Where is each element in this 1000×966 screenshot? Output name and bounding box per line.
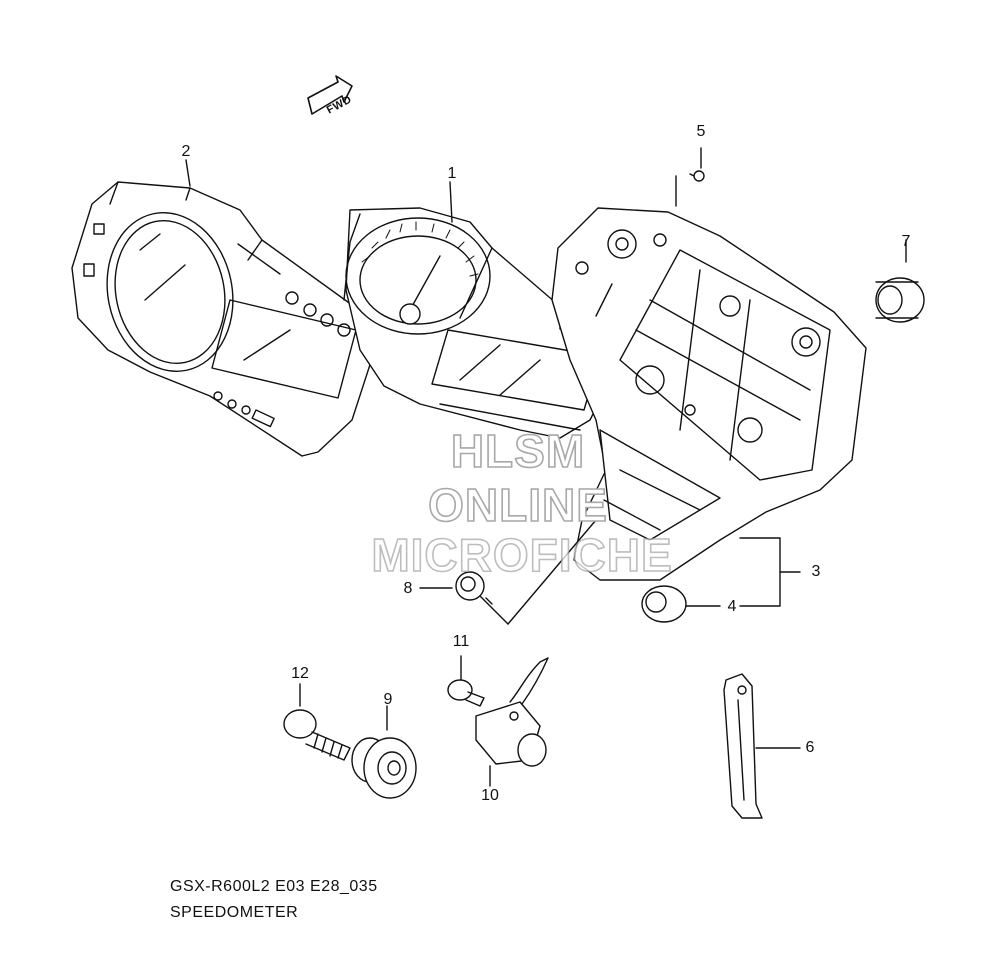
meter-case-part-3 bbox=[551, 207, 867, 581]
knob-part-9 bbox=[351, 705, 417, 799]
callout-6: 6 bbox=[805, 739, 815, 756]
callout-11: 11 bbox=[452, 633, 470, 650]
callout-2: 2 bbox=[181, 143, 191, 160]
callout-8: 8 bbox=[403, 580, 413, 597]
screw-part-8 bbox=[419, 519, 597, 625]
bolt-part-12 bbox=[283, 683, 351, 761]
watermark-line-3: MICROFICHE bbox=[371, 528, 673, 582]
watermark-line-1: HLSM bbox=[450, 424, 586, 478]
leader-lines bbox=[185, 159, 453, 223]
cushion-part-4 bbox=[641, 585, 721, 623]
clamp-part-6 bbox=[723, 673, 801, 819]
callout-4: 4 bbox=[727, 598, 737, 615]
sensor-part-10 bbox=[475, 657, 549, 787]
grommet-part-7 bbox=[875, 239, 925, 323]
callout-9: 9 bbox=[383, 691, 393, 708]
diagram-title: SPEEDOMETER bbox=[170, 904, 299, 921]
callout-12: 12 bbox=[291, 665, 309, 682]
watermark-line-2: ONLINE bbox=[427, 478, 608, 532]
callout-5: 5 bbox=[696, 123, 706, 140]
callout-3: 3 bbox=[811, 563, 821, 580]
meter-cover-part-2 bbox=[71, 181, 379, 457]
leader-bracket-3-4 bbox=[739, 537, 801, 607]
forward-arrow-icon bbox=[307, 75, 353, 115]
callout-7: 7 bbox=[901, 233, 911, 250]
diagram-code: GSX-R600L2 E03 E28_035 bbox=[170, 878, 378, 895]
meter-assembly-part-1 bbox=[343, 207, 611, 439]
callout-10: 10 bbox=[481, 787, 499, 804]
screw-part-5 bbox=[675, 147, 705, 207]
screw-part-11 bbox=[447, 655, 485, 707]
callout-1: 1 bbox=[447, 165, 457, 182]
